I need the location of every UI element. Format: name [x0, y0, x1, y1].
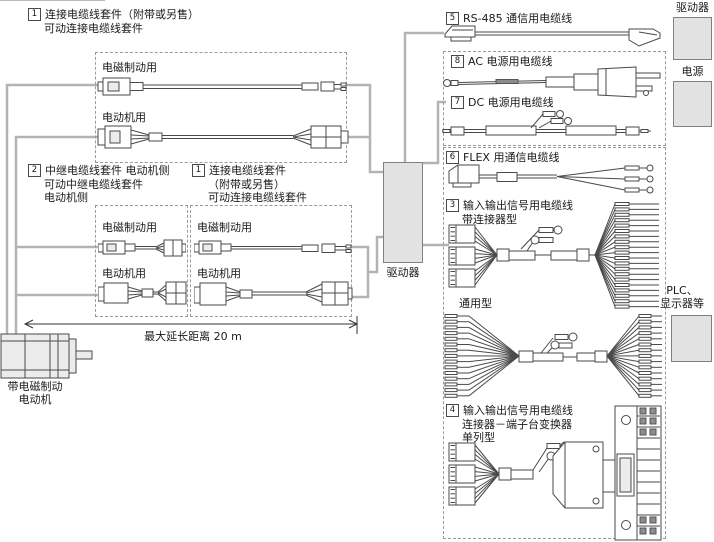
section1-subtitle: 可动连接电缆线套件: [44, 21, 143, 35]
page-edge-rule: [0, 0, 105, 1]
section1b-subtitle2: 可动连接电缆线套件: [208, 191, 307, 204]
general-type-label: 通用型: [459, 297, 492, 310]
section4-subtitle2: 单列型: [462, 431, 495, 444]
motor-label-line2: 电动机: [18, 393, 52, 406]
section3-header: 3 输入输出信号用电缆线 带连接器型: [446, 199, 573, 226]
driver-box: [383, 162, 423, 263]
s2-brake-cable-art: [98, 239, 186, 257]
s1-motor-cable-label: 电动机用: [102, 111, 146, 124]
section8-title: AC 电源用电缆线: [468, 55, 553, 68]
s1b-brake-cable-label: 电磁制动用: [197, 221, 252, 234]
section1b-subtitle: （附带或另售）: [208, 177, 285, 191]
motor-label-line1: 带电磁制动: [7, 380, 63, 393]
ac-power-cable-art: [443, 66, 661, 98]
plc-label: PLC、 显示器等: [648, 284, 714, 310]
s1-brake-cable-label: 电磁制动用: [102, 61, 157, 74]
driver-top-label: 驱动器: [676, 1, 709, 14]
section5-number: 5: [446, 12, 459, 25]
section6-title: FLEX 用通信电缆线: [463, 151, 560, 164]
plc-label-line1: PLC、: [666, 284, 698, 297]
section4-header: 4 输入输出信号用电缆线 连接器－端子台变换器 单列型: [446, 404, 573, 445]
section3-title: 输入输出信号用电缆线: [463, 199, 573, 212]
power-label: 电源: [681, 65, 704, 78]
io-terminal-cable-art: [448, 405, 662, 541]
s2-brake-cable-label: 电磁制动用: [102, 221, 157, 234]
section1b-number: 1: [192, 164, 205, 177]
relay-cable-box: [95, 205, 188, 317]
s1-motor-cable-art: [97, 125, 349, 149]
section5-title: RS-485 通信用电缆线: [463, 12, 573, 25]
motor-art: [0, 333, 93, 379]
section6-header: 6 FLEX 用通信电缆线: [446, 151, 559, 165]
io-connector-cable-art: [448, 202, 659, 309]
section4-subtitle: 连接器－端子台变换器: [462, 417, 572, 431]
section5-header: 5 RS-485 通信用电缆线: [446, 12, 572, 26]
signal-cable-box: [443, 147, 666, 539]
section2-subtitle2: 电动机侧: [44, 191, 88, 204]
dimension-arrow: [23, 316, 359, 334]
section7-number: 7: [451, 96, 464, 109]
section4-title: 输入输出信号用电缆线: [463, 404, 573, 417]
plc-label-line2: 显示器等: [660, 297, 704, 310]
dc-power-cable-art: [442, 110, 651, 136]
section8-number: 8: [451, 55, 464, 68]
section2-title: 中继电缆线套件 电动机侧: [45, 164, 170, 177]
dimension-label: 最大延长距离 20 m: [144, 330, 242, 343]
motor-label: 带电磁制动 电动机: [0, 380, 70, 406]
section3-number: 3: [446, 199, 459, 212]
power-cable-box: [443, 51, 666, 146]
s1-brake-cable-art: [97, 77, 347, 96]
connect-cable-mid-box: [190, 205, 352, 317]
section1b-header: 1 连接电缆线套件 （附带或另售） 可动连接电缆线套件: [192, 164, 307, 205]
flex-cable-art: [448, 164, 654, 194]
section2-subtitle: 可动中继电缆线套件: [44, 177, 143, 191]
section8-header: 8 AC 电源用电缆线: [451, 55, 553, 69]
rs485-cable-art: [444, 25, 661, 47]
section7-title: DC 电源用电缆线: [468, 96, 554, 109]
section1-title: 连接电缆线套件（附带或另售）: [45, 8, 199, 21]
section1-number: 1: [28, 8, 41, 21]
power-box: [673, 81, 712, 127]
section7-header: 7 DC 电源用电缆线: [451, 96, 554, 110]
section6-number: 6: [446, 151, 459, 164]
plc-box: [671, 315, 712, 362]
s1b-brake-cable-art: [194, 240, 352, 255]
section2-number: 2: [28, 164, 41, 177]
s1b-motor-cable-label: 电动机用: [197, 267, 241, 280]
io-general-cable-art: [444, 314, 662, 398]
section4-number: 4: [446, 404, 459, 417]
s2-motor-cable-art: [98, 281, 187, 305]
driver-top-box: [673, 17, 712, 60]
connect-cable-box: [95, 52, 347, 163]
section1b-title: 连接电缆线套件: [209, 164, 286, 177]
s1b-motor-cable-art: [194, 281, 353, 306]
section3-subtitle: 带连接器型: [462, 212, 517, 226]
s2-motor-cable-label: 电动机用: [102, 267, 146, 280]
driver-label: 驱动器: [386, 266, 420, 279]
section1-header: 1 连接电缆线套件（附带或另售） 可动连接电缆线套件: [28, 8, 199, 35]
section2-header: 2 中继电缆线套件 电动机侧 可动中继电缆线套件 电动机侧: [28, 164, 170, 205]
